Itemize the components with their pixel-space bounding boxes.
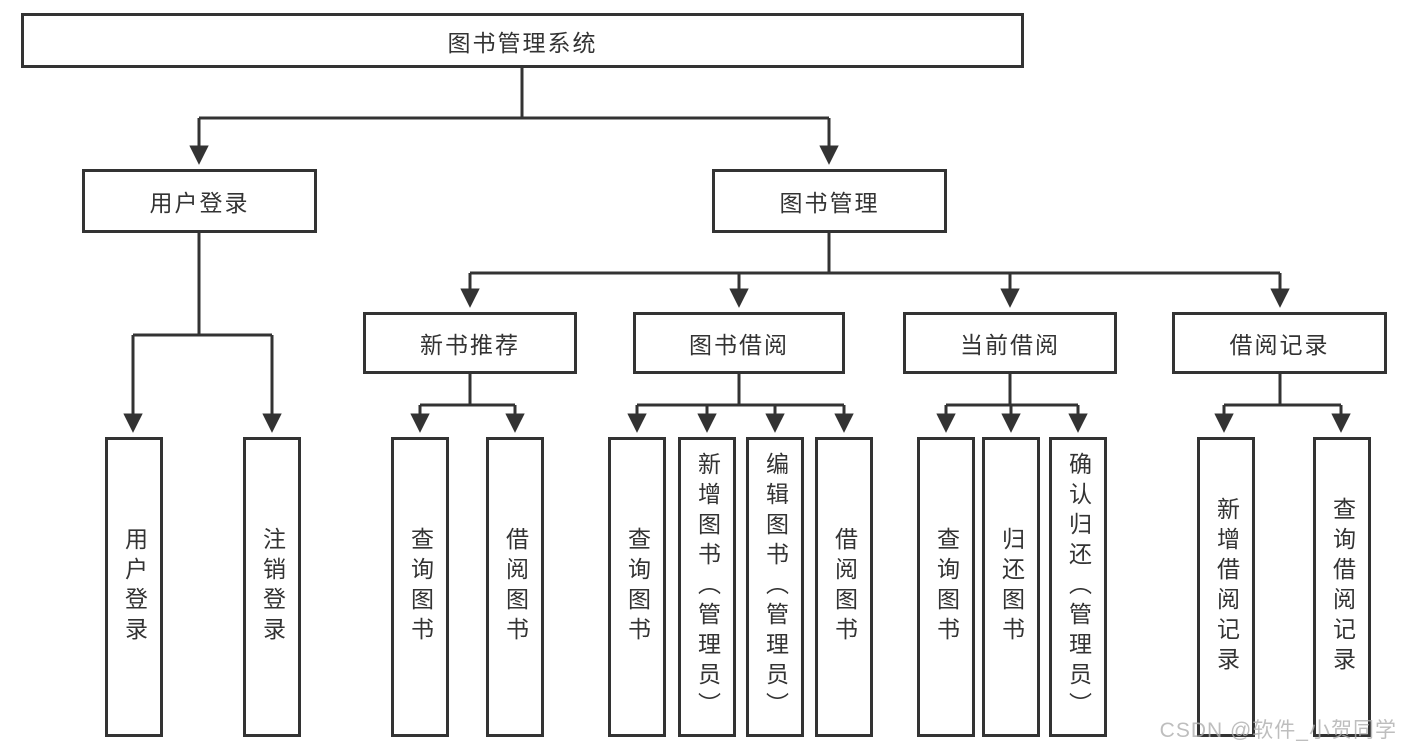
- node-user-login: 用户登录: [82, 169, 317, 233]
- node-label: 用户登录: [149, 190, 250, 216]
- node-query-books-current: 查询图书: [917, 437, 975, 737]
- node-label: 用户登录: [121, 527, 148, 647]
- node-label: 当前借阅: [960, 332, 1060, 358]
- node-label: 借阅图书: [502, 527, 529, 647]
- node-return-books: 归还图书: [982, 437, 1040, 737]
- node-book-management: 图书管理: [712, 169, 947, 233]
- node-current-borrowing: 当前借阅: [903, 312, 1117, 374]
- node-label: 图书管理系统: [447, 29, 598, 56]
- node-label: 查询图书: [933, 527, 960, 647]
- node-borrowing-records: 借阅记录: [1172, 312, 1387, 374]
- node-label: 确认归还（管理员）: [1065, 452, 1092, 722]
- node-label: 查询图书: [624, 527, 651, 647]
- node-query-books-borrowing: 查询图书: [608, 437, 666, 737]
- node-new-book-recommend: 新书推荐: [363, 312, 577, 374]
- node-label: 归还图书: [998, 527, 1025, 647]
- node-borrow-books-borrowing: 借阅图书: [815, 437, 873, 737]
- node-label: 新书推荐: [420, 332, 520, 358]
- node-label: 查询图书: [407, 527, 434, 647]
- node-label: 借阅图书: [831, 527, 858, 647]
- node-query-borrow-record: 查询借阅记录: [1313, 437, 1371, 737]
- node-logout-action: 注销登录: [243, 437, 301, 737]
- node-label: 编辑图书（管理员）: [762, 452, 789, 722]
- node-root: 图书管理系统: [21, 13, 1024, 68]
- node-user-login-action: 用户登录: [105, 437, 163, 737]
- csdn-watermark: CSDN @软件_小贺同学: [1159, 719, 1397, 742]
- node-label: 图书借阅: [689, 332, 789, 358]
- node-label: 新增图书（管理员）: [694, 452, 721, 722]
- node-label: 注销登录: [259, 527, 286, 647]
- node-label: 新增借阅记录: [1213, 497, 1240, 677]
- node-label: 图书管理: [779, 190, 880, 216]
- node-book-borrowing: 图书借阅: [633, 312, 845, 374]
- node-confirm-return-admin: 确认归还（管理员）: [1049, 437, 1107, 737]
- node-add-borrow-record: 新增借阅记录: [1197, 437, 1255, 737]
- node-label: 借阅记录: [1229, 332, 1330, 358]
- node-query-books-recommend: 查询图书: [391, 437, 449, 737]
- node-borrow-books-recommend: 借阅图书: [486, 437, 544, 737]
- node-edit-books-admin: 编辑图书（管理员）: [746, 437, 804, 737]
- node-label: 查询借阅记录: [1329, 497, 1356, 677]
- node-add-books-admin: 新增图书（管理员）: [678, 437, 736, 737]
